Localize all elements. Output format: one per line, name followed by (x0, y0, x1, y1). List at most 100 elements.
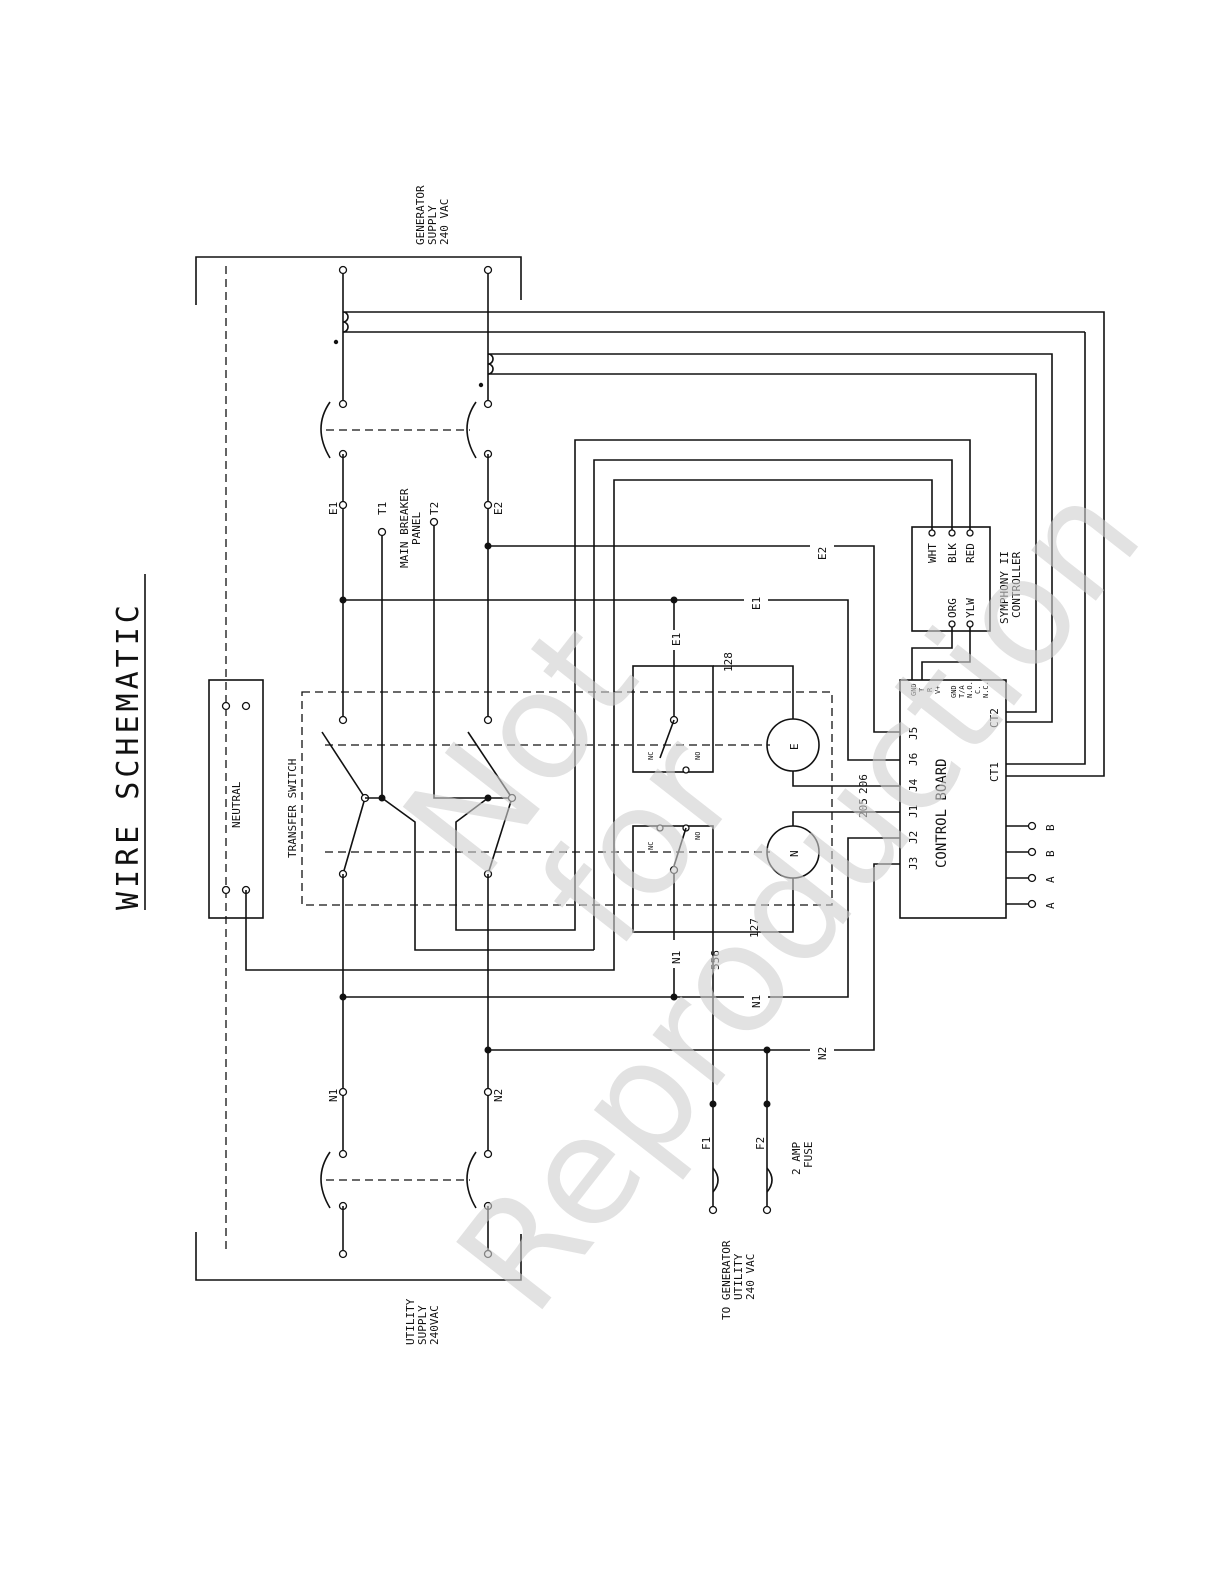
control-board-box (899, 679, 1007, 919)
controller-terminal-ylw: YLW (964, 598, 977, 618)
utility-breaker-terminal (483, 1149, 493, 1159)
e1-tap-label: E1 (750, 597, 763, 610)
relay-contact (659, 719, 675, 759)
gen-breaker-terminal (338, 399, 348, 409)
utility-terminal (338, 1249, 348, 1259)
e1-label: E1 (327, 502, 340, 515)
e2-label: E2 (492, 502, 505, 515)
org-wire (911, 627, 953, 680)
controller-terminal (928, 529, 936, 537)
gen-terminal (338, 265, 348, 275)
neutral-terminal (241, 701, 251, 711)
ct2-label: CT2 (988, 708, 1001, 728)
svg-text:SYMPHONY II: SYMPHONY II (998, 551, 1011, 624)
e2-tap-label: E2 (816, 547, 829, 560)
relay-contact (673, 827, 687, 867)
t2-terminal (429, 517, 439, 527)
e2-terminal (483, 500, 493, 510)
blk-wire (593, 459, 953, 950)
motor-n-label: N (788, 850, 801, 857)
switch-blade (342, 797, 366, 875)
neutral-label: NEUTRAL (230, 781, 243, 828)
ct2-return-wire (488, 373, 1037, 713)
fuse-terminal (708, 1205, 718, 1215)
schematic-title: WIRE SCHEMATIC (111, 601, 146, 910)
gen-breaker-arc (320, 401, 331, 459)
jack-j2: J2 (907, 831, 920, 844)
ylw-wire (921, 627, 971, 680)
relay-n-box (632, 825, 714, 933)
wire-127 (713, 878, 794, 933)
svg-text:GENERATOR: GENERATOR (414, 185, 427, 245)
utility-breaker-arc (320, 1151, 331, 1209)
jack-j5: J5 (907, 727, 920, 740)
wire-128-label: 128 (722, 652, 735, 672)
jack-j6: J6 (907, 753, 920, 766)
controller-terminal-wht: WHT (926, 543, 939, 563)
utility-supply-box (195, 1232, 522, 1281)
svg-text:Reproduction: Reproduction (425, 452, 1175, 1343)
terminal-a: A (1044, 902, 1057, 909)
controller-terminal (966, 529, 974, 537)
svg-text:240 VAC: 240 VAC (438, 199, 451, 245)
controller-terminal-red: RED (964, 543, 977, 563)
terminal-a: A (1044, 876, 1057, 883)
svg-text:R: R (926, 687, 934, 692)
svg-text:PANEL: PANEL (410, 512, 423, 545)
n2-tap-label: N2 (816, 1047, 829, 1060)
t1-terminal (377, 527, 387, 537)
fuse-symbol (712, 1167, 773, 1193)
ab-terminals (1006, 821, 1037, 909)
ct1-polarity-dot (333, 339, 339, 345)
controller-terminal-blk: BLK (946, 543, 959, 563)
transfer-terminal (338, 715, 348, 725)
fuse-junction (709, 1100, 717, 1108)
wire-556-label: 556 (709, 950, 722, 970)
svg-text:240VAC: 240VAC (428, 1305, 441, 1345)
switch-blade (321, 731, 366, 799)
symphony-controller-box (911, 526, 991, 632)
terminal-b: B (1044, 824, 1057, 831)
generator-supply-box (195, 256, 522, 305)
svg-text:T/A: T/A (958, 685, 966, 698)
wire-206 (792, 771, 900, 787)
control-board-small-terminals: GND T R V+ GND T/A N.O. C. N.C. (910, 681, 990, 698)
ct1-return-wire (1006, 332, 1086, 765)
utility-supply-label: UTILITY SUPPLY 240VAC (404, 1298, 441, 1345)
e1-terminal (338, 500, 348, 510)
svg-text:TO GENERATOR: TO GENERATOR (720, 1240, 733, 1320)
e1-to-j6-wire (768, 599, 900, 761)
fuse-junction (763, 1100, 771, 1108)
relay-no-label: NO (694, 752, 702, 760)
e2-to-j5-wire (834, 545, 900, 733)
svg-text:2 AMP: 2 AMP (790, 1142, 803, 1175)
transfer-switch-box (301, 691, 833, 906)
jack-j1: J1 (907, 805, 920, 818)
svg-text:GND: GND (910, 683, 918, 696)
relay-terminal (682, 766, 690, 774)
gen-breaker-terminal (483, 399, 493, 409)
relay-no-label: NO (694, 832, 702, 840)
transfer-terminal (483, 715, 493, 725)
wire-128 (713, 665, 794, 719)
svg-text:N.C.: N.C. (982, 681, 990, 698)
svg-text:T: T (918, 687, 926, 692)
controller-terminal-org: ORG (946, 598, 959, 618)
svg-text:UTILITY: UTILITY (732, 1253, 745, 1300)
terminal-b: B (1044, 850, 1057, 857)
to-generator-utility-label: TO GENERATOR UTILITY 240 VAC (720, 1240, 757, 1320)
ct2-polarity-dot (478, 382, 484, 388)
t2-to-red-wire (455, 797, 576, 931)
relay-nc-label: NC (647, 752, 655, 760)
switch-pivot (507, 793, 517, 803)
wire-205-label: 205 (857, 798, 870, 818)
neutral-to-wht-wire (245, 479, 933, 971)
svg-text:V+: V+ (934, 686, 942, 694)
n1-relay-label: N1 (670, 951, 683, 964)
generator-supply-label: GENERATOR SUPPLY 240 VAC (414, 185, 451, 245)
svg-text:GND: GND (950, 685, 958, 698)
switch-blade (487, 797, 513, 875)
switch-blade (467, 731, 513, 799)
e1-relay-label: E1 (670, 633, 683, 646)
svg-text:FUSE: FUSE (802, 1142, 815, 1169)
